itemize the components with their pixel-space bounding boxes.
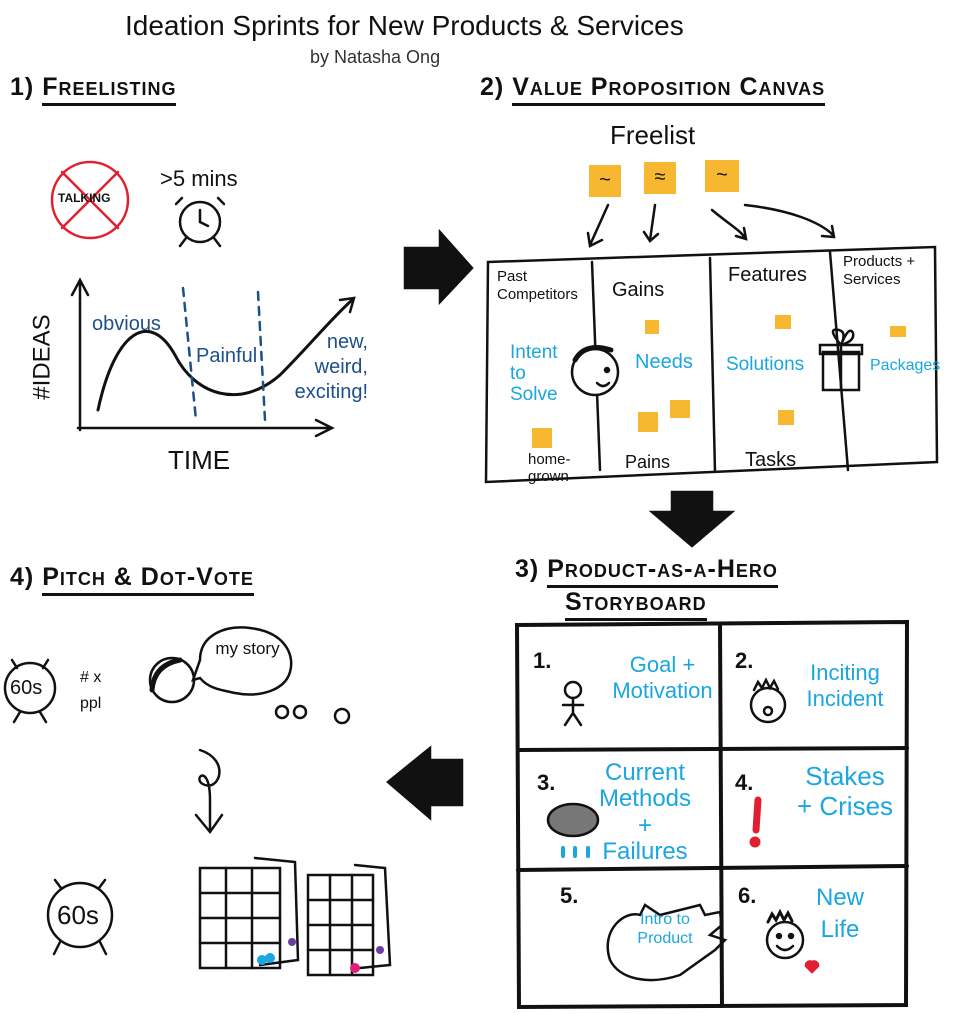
speech-bubble-icon [191,626,293,696]
vote-dots [257,938,384,973]
cell-number: 1. [533,648,552,673]
ideas-over-time-chart [70,277,356,438]
exclamation-icon [749,796,762,848]
canvas-footer: Pains [625,452,671,472]
section-title: Pitch & Dot-Vote [42,563,254,596]
chart-x-label: TIME [168,445,231,475]
section-title: Storyboard [565,587,707,621]
section-title: Freelisting [42,73,177,106]
section-title: Product-as-a-Hero [547,555,778,588]
section-number: 4 [10,563,25,591]
section-number: 3 [515,555,530,583]
arrow-down-icon [648,490,736,548]
speech-text: my story [215,639,280,658]
stick-figure-icon [561,680,585,727]
happy-face-icon [765,908,820,974]
section-number: 2 [480,73,495,101]
section4-heading: 4) Pitch & Dot-Vote [10,563,254,596]
timer2-label: 60s [57,900,99,930]
phase-label: Painful [196,345,258,367]
hand-icon [606,903,728,982]
sticky-text: ~ [599,169,611,191]
alarm-clock-icon [174,196,226,248]
sticky-text: ≈ [654,166,666,188]
duration-label: >5 mins [160,166,238,191]
canvas-header: Products + Services [843,253,916,288]
no-talking-icon [50,160,130,240]
cell-number: 4. [735,770,754,795]
canvas-body: Solutions [726,354,805,375]
canvas-header: Features [728,264,807,286]
canvas-body: Intent to Solve [510,342,558,405]
chart-y-label: #IDEAS [28,314,56,400]
timer-label: 60s [10,677,43,699]
vote-sheets-icon [198,856,392,977]
section2-heading: 2) Value Proposition Canvas [480,73,826,106]
rain-cloud-icon [546,802,600,858]
cell-text: Current Methods + Failures [598,759,692,866]
canvas-footer: Tasks [745,449,797,471]
freelist-stickies [589,160,739,197]
cell-number: 2. [735,648,754,673]
phase-label: obvious [92,313,161,335]
no-talking-label: TALKING [58,191,111,205]
presenter-face-icon [148,656,196,704]
freelist-label: Freelist [610,120,696,150]
audience-faces-icon [274,704,351,725]
section1-heading: 1) Freelisting [10,73,177,106]
cell-number: 3. [537,770,556,795]
arrow-left-icon [386,745,464,821]
canvas-body: Packages [870,357,941,374]
cell-text: Inciting Incident [806,660,884,712]
surprised-face-icon [749,677,787,724]
curly-arrow-icon [194,748,224,835]
section-title: Value Proposition Canvas [512,73,826,106]
canvas-body: Needs [635,351,693,373]
sticky-notes [532,315,906,448]
canvas-header: Gains [612,279,665,301]
multiplier-label: # x ppl [80,669,102,712]
cell-text: Goal + Motivation [612,652,713,704]
face-icon [570,345,620,397]
timer-icon [3,658,57,724]
section-number: 1 [10,73,25,101]
timer2-icon [46,878,114,956]
cell-text: New Life [815,884,864,944]
arrow-right-icon [403,228,474,306]
value-proposition-canvas-frame [484,245,939,484]
canvas-footer: home-grown [528,451,571,485]
cell-text: Stakes + Crises [796,761,894,821]
section3-heading: 3) Product-as-a-Hero Storyboard [515,553,778,621]
cell-text: Intro to Product [637,911,693,948]
cell-number: 5. [560,883,579,908]
author: by Natasha Ong [310,47,441,67]
canvas-header: Past Competitors [497,268,578,303]
gift-icon [818,328,864,392]
page-title: Ideation Sprints for New Products & Serv… [125,10,684,41]
cell-number: 6. [738,883,757,908]
phase-label: new, weird, exciting! [294,331,368,403]
sticky-text: ~ [716,164,728,186]
